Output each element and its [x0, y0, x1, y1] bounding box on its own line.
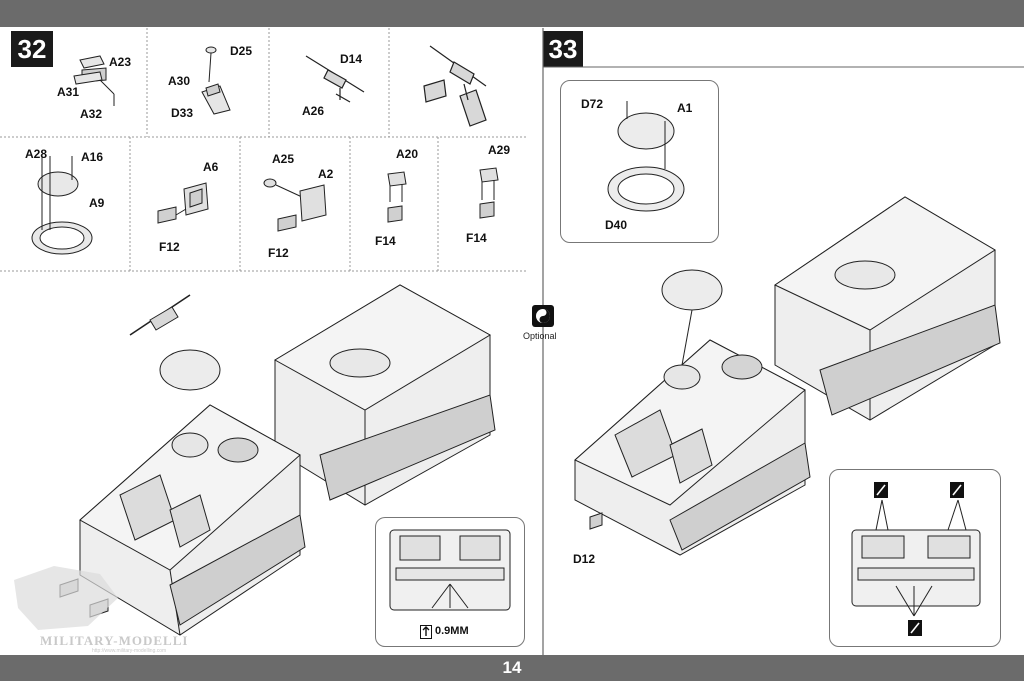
- part-drawing-light-a6: [157, 182, 209, 224]
- part-drawing-d33-mount: [201, 46, 231, 115]
- label-d33: D33: [171, 106, 194, 120]
- watermark-url: http://www.military-modelling.com: [92, 648, 167, 654]
- label-a28: A28: [25, 147, 48, 161]
- drill-size-label: 0.9MM: [435, 625, 469, 637]
- label-d12: D12: [573, 552, 596, 566]
- label-a30: A30: [168, 74, 191, 88]
- label-a6: A6: [203, 160, 219, 174]
- label-f14-1: F14: [375, 234, 396, 248]
- label-d40: D40: [605, 218, 628, 232]
- watermark-map-graphic: [14, 566, 118, 630]
- label-a1: A1: [677, 101, 693, 115]
- rear-view-callout: [829, 469, 1001, 647]
- vehicle-rear-view: [389, 529, 511, 611]
- bottom-bar: 14: [0, 655, 1024, 681]
- label-a23: A23: [109, 55, 132, 69]
- hatch-detail-callout: D72 A1 D40: [560, 80, 719, 243]
- part-drawing-gun-assembled: [423, 45, 487, 127]
- label-a31: A31: [57, 85, 80, 99]
- part-drawing-machine-gun: [305, 55, 365, 103]
- label-d25: D25: [230, 44, 253, 58]
- label-f12-1: F12: [159, 240, 180, 254]
- label-a2: A2: [318, 167, 334, 181]
- vehicle-rear-view-2: [851, 482, 981, 636]
- page-number: 14: [502, 658, 522, 677]
- label-a16: A16: [81, 150, 104, 164]
- label-a29: A29: [488, 143, 511, 157]
- part-drawing-light-a20: [387, 171, 407, 223]
- label-a25: A25: [272, 152, 295, 166]
- drill-icon: [420, 625, 432, 639]
- vehicle-drawing-step-33: [574, 196, 1001, 556]
- label-a32: A32: [80, 107, 103, 121]
- part-drawing-a23-assembly: [73, 55, 115, 106]
- label-f12-2: F12: [268, 246, 289, 260]
- drill-detail-callout: 0.9MM: [375, 517, 525, 647]
- label-a9: A9: [89, 196, 105, 210]
- label-d14: D14: [340, 52, 363, 66]
- optional-label: Optional: [523, 331, 557, 341]
- part-drawing-light-a2: [263, 178, 327, 232]
- label-d72: D72: [581, 97, 604, 111]
- watermark-text: MILITARY-MODELLI: [40, 633, 189, 648]
- part-drawing-light-a29: [479, 167, 499, 219]
- top-bar: [0, 0, 1024, 27]
- part-drawing-hatch-ring: [31, 156, 93, 255]
- label-a26: A26: [302, 104, 325, 118]
- step-32-badge: 32: [11, 31, 53, 67]
- vehicle-drawing-step-32: [59, 284, 496, 636]
- step-33-badge: 33: [543, 31, 583, 67]
- label-a20: A20: [396, 147, 419, 161]
- hatch-ring-drawing: [607, 101, 685, 212]
- label-f14-2: F14: [466, 231, 487, 245]
- optional-icon: [532, 305, 554, 327]
